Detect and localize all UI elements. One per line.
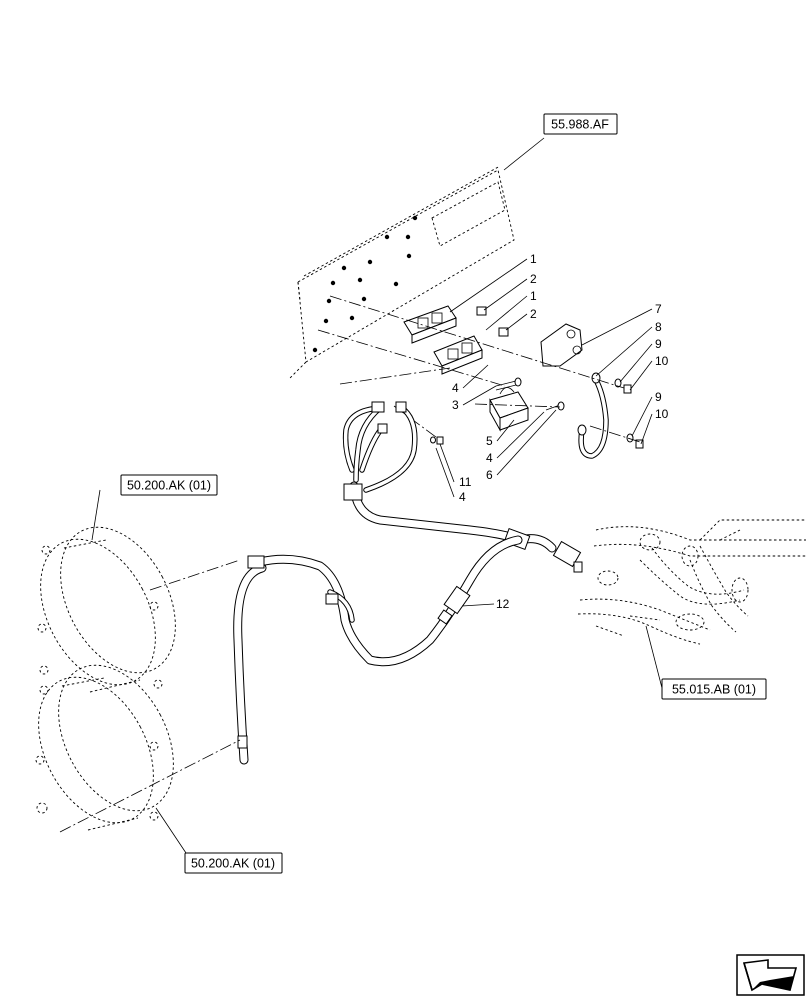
callout-10: 10 (655, 407, 669, 421)
callout-3: 3 (452, 398, 459, 412)
callout-11: 11 (459, 475, 472, 489)
ref-box-lamp-upper[interactable] (120, 474, 218, 496)
fuse-upper (476, 306, 487, 316)
washer-9-lower (626, 433, 634, 443)
callout-9: 9 (655, 337, 662, 351)
washer-9-upper (614, 378, 622, 388)
relay-lower (433, 335, 483, 375)
ref-lamp-upper-label[interactable]: 50.200.AK (01) (127, 479, 211, 493)
callout-2: 2 (530, 307, 537, 321)
ref-panel-label[interactable]: 55.988.AF (551, 118, 609, 132)
work-lamp-lower (35, 664, 174, 831)
callout-9: 9 (655, 390, 662, 404)
nut-10-lower (635, 439, 644, 449)
bracket (540, 323, 583, 367)
ref-box-main-harness[interactable] (661, 678, 767, 700)
leader-lines (91, 137, 663, 854)
callout-10: 10 (655, 354, 669, 368)
callout-4: 4 (452, 381, 459, 395)
ref-main-harness-label[interactable]: 55.015.AB (01) (672, 683, 756, 697)
relay-upper (403, 305, 457, 344)
bolt-4-upper (495, 377, 522, 391)
fuse-lower (498, 327, 509, 337)
ref-box-lamp-lower[interactable] (184, 852, 283, 874)
screw-11 (430, 436, 444, 445)
screw-6 (545, 401, 565, 411)
callout-7: 7 (655, 302, 662, 316)
ground-cable (577, 372, 609, 459)
nut-10-upper (623, 384, 632, 394)
mounting-panel (289, 165, 515, 379)
callout-6: 6 (486, 468, 493, 482)
callout-4: 4 (459, 490, 466, 504)
ref-box-panel[interactable] (543, 113, 618, 135)
callout-8: 8 (655, 320, 662, 334)
callout-12: 12 (496, 597, 510, 611)
ref-lamp-lower-label[interactable]: 50.200.AK (01) (191, 857, 275, 871)
wiring-harness (233, 401, 583, 765)
connector-right (552, 540, 583, 573)
callout-1: 1 (530, 289, 537, 303)
next-page-arrow-icon[interactable] (736, 954, 805, 996)
callout-5: 5 (486, 434, 493, 448)
suppressor-block (489, 387, 529, 432)
connector-12 (437, 585, 471, 625)
main-harness-ref (577, 519, 806, 645)
work-lamp-upper (37, 526, 176, 693)
callout-4: 4 (486, 451, 493, 465)
callout-2: 2 (530, 272, 537, 286)
callout-1: 1 (530, 252, 537, 266)
